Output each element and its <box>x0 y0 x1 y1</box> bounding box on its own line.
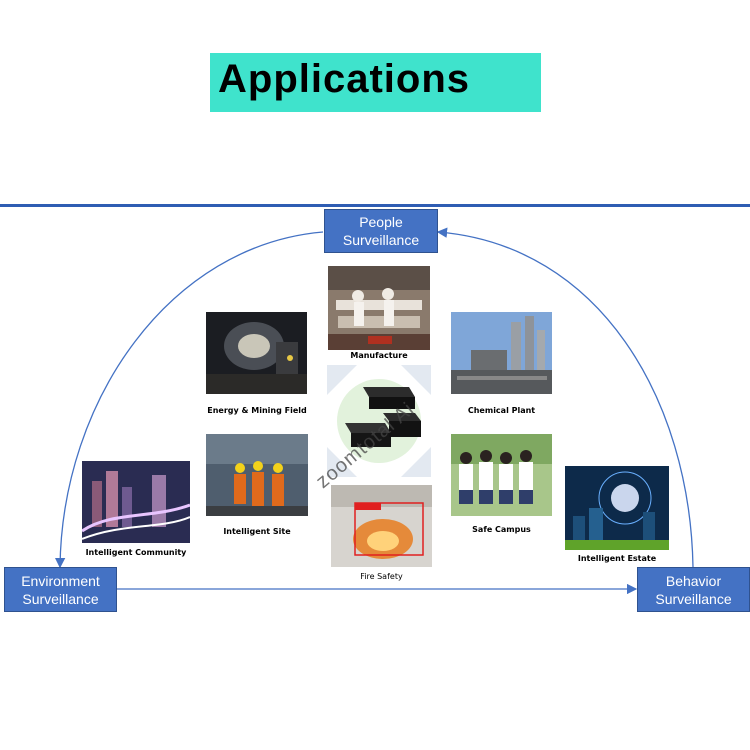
intelligent-site-image <box>206 434 308 516</box>
energy-mining-image <box>206 312 307 394</box>
manufacture-image <box>328 266 430 350</box>
intelligent-community-image <box>82 461 190 543</box>
safe-campus-caption: Safe Campus <box>451 525 552 534</box>
fire-safety-caption: Fire Safety <box>331 572 432 581</box>
chemical-plant-image <box>451 312 552 394</box>
safe-campus-image <box>451 434 552 516</box>
behavior-surveillance-node: Behavior Surveillance <box>637 567 750 612</box>
intelligent-community-caption: Intelligent Community <box>82 548 190 557</box>
fire-safety-image <box>331 485 432 567</box>
intelligent-estate-caption: Intelligent Estate <box>565 554 669 563</box>
energy-mining-caption: Energy & Mining Field <box>200 406 314 415</box>
chemical-plant-caption: Chemical Plant <box>451 406 552 415</box>
intelligent-estate-image <box>565 466 669 550</box>
intelligent-site-caption: Intelligent Site <box>206 527 308 536</box>
manufacture-caption: Manufacture <box>328 351 430 360</box>
people-surveillance-node: People Surveillance <box>324 209 438 253</box>
environment-surveillance-node: Environment Surveillance <box>4 567 117 612</box>
